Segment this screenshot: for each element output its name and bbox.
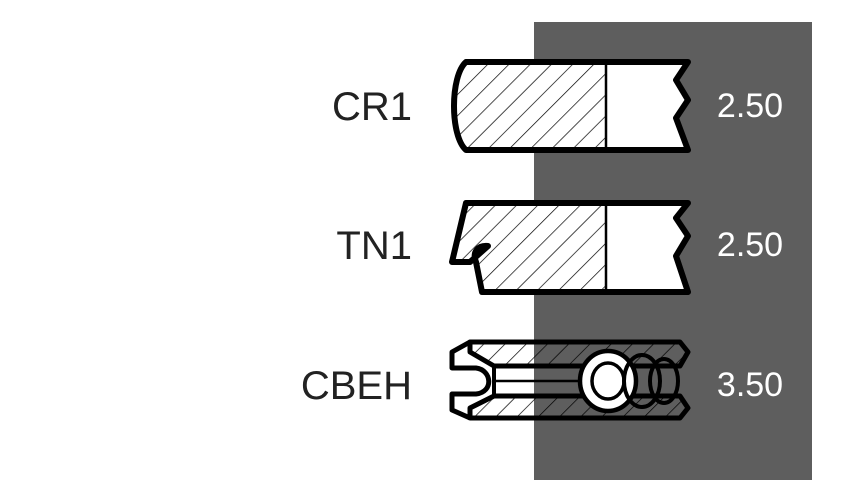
ring-code-label: CR1	[331, 85, 412, 129]
ring-code-label: CBEH	[300, 364, 412, 408]
ring-profile-tn1	[449, 200, 691, 295]
ring-code-label: TN1	[336, 224, 412, 268]
ring-width-value: 3.50	[716, 366, 784, 404]
ring-profile-cr1	[451, 59, 691, 153]
ring-width-value: 2.50	[716, 87, 784, 125]
ring-profile-cbeh	[449, 339, 691, 421]
ring-width-value: 2.50	[716, 226, 784, 264]
